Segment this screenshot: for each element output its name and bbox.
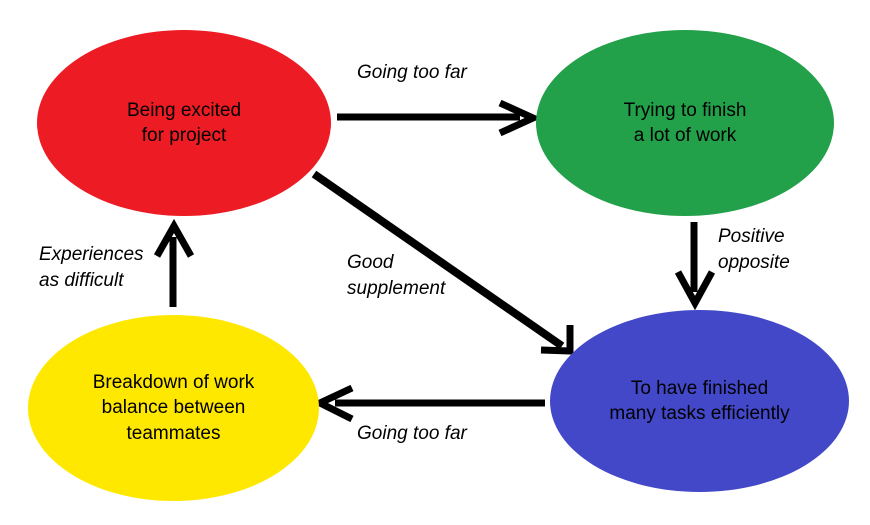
edge-label-red-to-green: Going too far <box>357 62 467 83</box>
edge-blue-to-yellow-arrowhead <box>311 384 354 423</box>
edge-label-blue-to-yellow: Going too far <box>357 423 467 444</box>
edge-red-to-green[interactable] <box>337 99 542 137</box>
edge-yellow-to-red-arrowhead <box>153 218 195 258</box>
node-breakdown-of-work-balance[interactable]: Breakdown of work balance between teamma… <box>28 315 319 501</box>
edge-blue-to-yellow[interactable] <box>311 384 545 423</box>
node-trying-to-finish-a-lot-of-work[interactable]: Trying to finish a lot of work <box>536 30 834 216</box>
edge-yellow-to-red[interactable] <box>153 218 195 307</box>
node-to-have-finished-many-tasks[interactable]: To have finished many tasks efficiently <box>550 310 849 492</box>
edge-label-red-to-blue: Good supplement <box>347 252 446 299</box>
edge-green-to-blue-arrowhead <box>674 270 716 311</box>
edge-green-to-blue[interactable] <box>674 222 716 311</box>
edge-red-to-blue-arrowhead <box>540 325 574 355</box>
edge-red-to-green-arrowhead <box>498 99 542 137</box>
edge-label-green-to-blue: Positive opposite <box>718 226 790 273</box>
node-being-excited-for-project[interactable]: Being excited for project <box>37 30 331 216</box>
edge-label-yellow-to-red: Experiences as difficult <box>39 244 144 291</box>
